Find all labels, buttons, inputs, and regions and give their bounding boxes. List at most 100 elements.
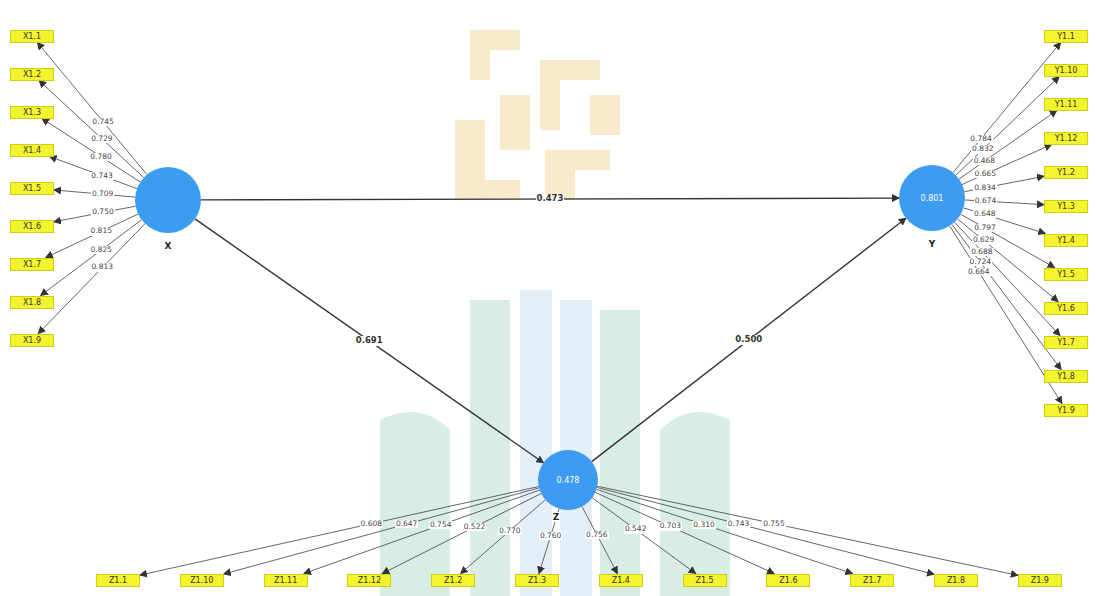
indicator-name: Y1.10: [1055, 66, 1078, 75]
indicator-name: Y1.4: [1057, 236, 1075, 245]
loading-arrow: [50, 157, 137, 189]
outer-loading: 0.755: [762, 520, 785, 528]
variable-name: Z: [552, 512, 561, 522]
indicator-name: X1.9: [23, 336, 41, 345]
indicator-name: Z1.1: [109, 576, 127, 585]
indicator-box: X1.1: [10, 30, 54, 43]
loading-arrow: [39, 81, 144, 178]
indicator-name: Y1.7: [1057, 338, 1075, 347]
indicator-name: Y1.6: [1057, 304, 1075, 313]
indicator-name: X1.6: [23, 222, 41, 231]
path-arrow: [195, 219, 543, 463]
outer-loading: 0.709: [91, 190, 114, 198]
outer-loading: 0.756: [585, 531, 608, 539]
loading-arrow: [382, 493, 541, 573]
outer-loading: 0.825: [89, 246, 112, 254]
outer-loading: 0.797: [973, 224, 996, 232]
indicator-box: X1.4: [10, 144, 54, 157]
indicator-box: Y1.1: [1044, 30, 1088, 43]
loading-arrow: [582, 507, 617, 574]
indicator-box: Y1.5: [1044, 268, 1088, 281]
outer-loading: 0.688: [970, 248, 993, 256]
outer-loading: 0.784: [969, 135, 992, 143]
outer-loading: 0.745: [91, 118, 114, 126]
indicator-name: Z1.3: [528, 576, 546, 585]
indicator-box: Y1.12: [1044, 132, 1088, 145]
latent-variable-circle: 0.801Y: [899, 165, 965, 231]
loading-arrow: [46, 214, 138, 257]
indicator-box: Y1.2: [1044, 166, 1088, 179]
outer-loading: 0.832: [971, 145, 994, 153]
path-arrow: [592, 218, 906, 461]
loading-arrow: [461, 500, 546, 574]
outer-loading: 0.468: [973, 157, 996, 165]
loading-arrow: [42, 119, 140, 183]
loading-arrow: [41, 220, 142, 296]
indicator-name: Y1.5: [1057, 270, 1075, 279]
indicator-box: Y1.11: [1044, 98, 1088, 111]
outer-loading: 0.834: [973, 184, 996, 192]
loading-arrow: [224, 488, 539, 574]
outer-loading: 0.522: [463, 523, 486, 531]
loading-arrow: [38, 224, 145, 334]
outer-loading: 0.665: [974, 170, 997, 178]
loading-arrow: [140, 487, 539, 576]
indicator-box: Y1.6: [1044, 302, 1088, 315]
r-squared-value: 0.478: [538, 476, 598, 485]
outer-loading: 0.608: [360, 520, 383, 528]
outer-loading: 0.770: [498, 527, 521, 535]
outer-loading: 0.648: [973, 210, 996, 218]
loading-arrow: [54, 206, 136, 222]
outer-loading: 0.703: [659, 522, 682, 530]
loading-arrow: [964, 176, 1044, 191]
r-squared-value: 0.801: [899, 194, 965, 203]
indicator-box: Z1.1: [96, 574, 140, 587]
indicator-box: X1.7: [10, 258, 54, 271]
indicator-box: Y1.7: [1044, 336, 1088, 349]
indicator-box: Y1.8: [1044, 370, 1088, 383]
indicator-box: Z1.11: [264, 574, 308, 587]
outer-loading: 0.813: [91, 263, 114, 271]
loading-arrow: [596, 489, 852, 573]
variable-name: Y: [928, 239, 937, 249]
indicator-box: X1.3: [10, 106, 54, 119]
indicator-name: Z1.8: [947, 576, 965, 585]
loading-arrow: [958, 219, 1059, 302]
indicator-name: Y1.8: [1057, 372, 1075, 381]
indicator-name: X1.5: [23, 184, 41, 193]
outer-loading: 0.743: [90, 172, 113, 180]
indicator-box: Z1.2: [431, 574, 475, 587]
indicator-name: Y1.1: [1057, 32, 1075, 41]
outer-loading: 0.724: [969, 258, 992, 266]
outer-loading: 0.729: [90, 135, 113, 143]
indicator-box: X1.6: [10, 220, 54, 233]
indicator-name: Z1.7: [863, 576, 881, 585]
outer-loading: 0.815: [89, 227, 112, 235]
indicator-box: Z1.8: [934, 574, 978, 587]
indicator-name: Z1.4: [612, 576, 630, 585]
indicator-box: X1.8: [10, 296, 54, 309]
indicator-name: X1.4: [23, 146, 41, 155]
indicator-name: X1.2: [23, 70, 41, 79]
indicator-name: X1.8: [23, 298, 41, 307]
outer-loading: 0.674: [974, 197, 997, 205]
loading-arrow: [959, 111, 1057, 180]
indicator-box: Z1.6: [766, 574, 810, 587]
indicator-name: Y1.9: [1057, 406, 1075, 415]
indicator-box: Y1.4: [1044, 234, 1088, 247]
variable-name: X: [164, 241, 173, 251]
indicator-box: Y1.10: [1044, 64, 1088, 77]
indicator-box: Z1.3: [515, 574, 559, 587]
loading-arrow: [956, 77, 1059, 176]
outer-loading: 0.310: [692, 521, 715, 529]
path-coefficient: 0.500: [734, 335, 763, 344]
indicator-box: Z1.5: [683, 574, 727, 587]
indicator-box: Y1.9: [1044, 404, 1088, 417]
path-coefficient: 0.473: [536, 194, 565, 203]
path-coefficient: 0.691: [355, 336, 384, 345]
outer-loading: 0.542: [624, 525, 647, 533]
indicator-name: Z1.6: [779, 576, 797, 585]
